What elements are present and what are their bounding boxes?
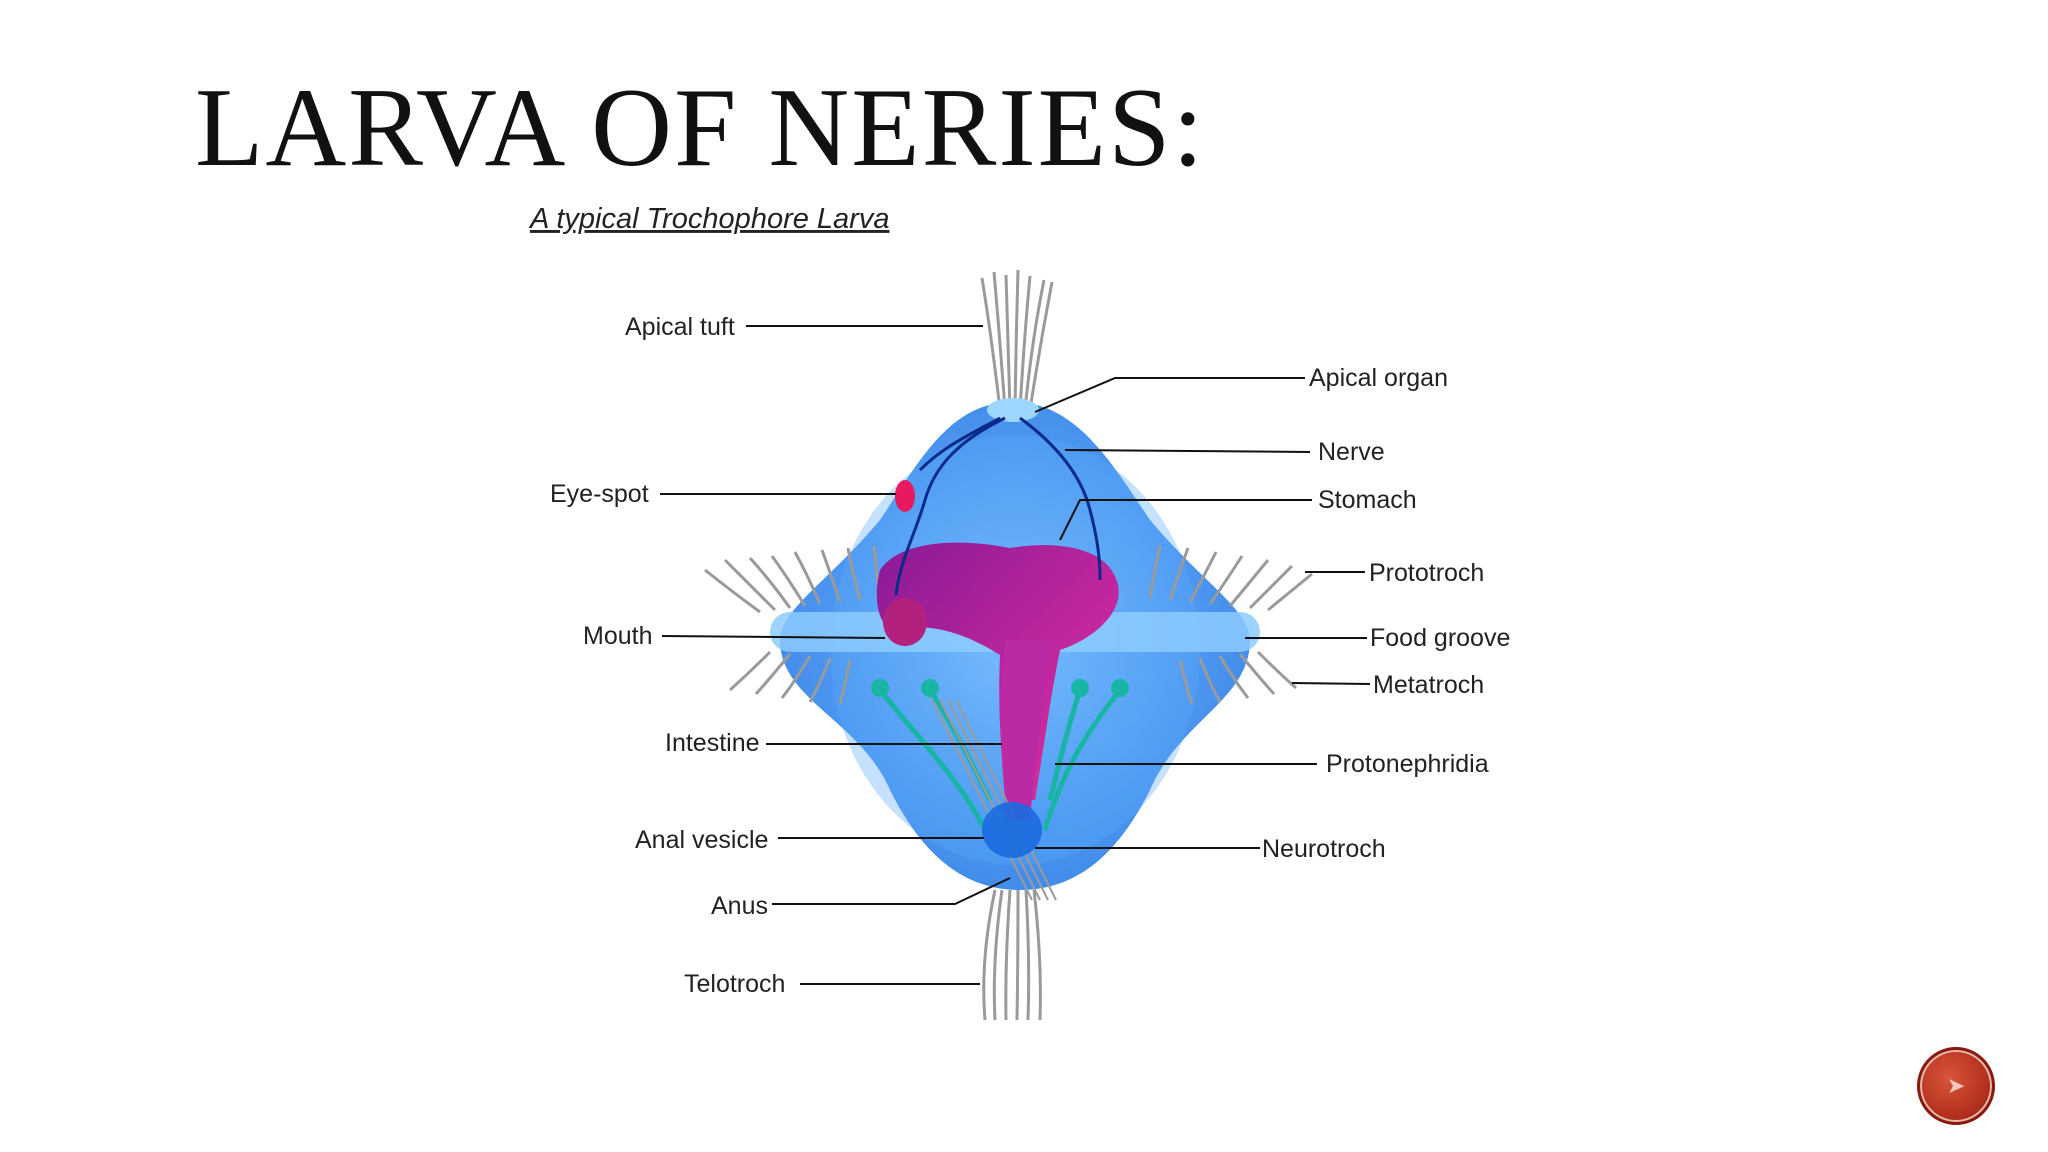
label-metatroch: Metatroch — [1373, 671, 1484, 699]
label-apical-tuft: Apical tuft — [625, 313, 735, 341]
prototroch-cilia — [704, 545, 1313, 614]
next-slide-button[interactable]: ➤ — [1917, 1047, 1995, 1125]
leader-lines — [660, 325, 1371, 985]
label-apical-organ: Apical organ — [1309, 364, 1448, 392]
label-eye-spot: Eye-spot — [550, 480, 649, 508]
slide-title: LARVA OF NERIES: — [195, 66, 1206, 190]
stomach — [876, 542, 1119, 800]
arrow-icon: ➤ — [1946, 1073, 1966, 1098]
label-mouth: Mouth — [583, 622, 652, 650]
neurotroch-cilia — [931, 699, 1057, 901]
diagram-labels: Apical tuft Apical organ Nerve Eye-spot … — [550, 313, 1510, 998]
label-stomach: Stomach — [1318, 486, 1417, 514]
label-neurotroch: Neurotroch — [1262, 835, 1386, 863]
label-protonephridia: Protonephridia — [1326, 750, 1489, 778]
intestine — [1002, 640, 1050, 820]
nerves — [894, 416, 1102, 596]
metatroch-cilia — [728, 650, 1297, 705]
diagram-caption: A typical Trochophore Larva — [528, 203, 889, 235]
label-anus: Anus — [711, 892, 768, 920]
label-food-groove: Food groove — [1370, 624, 1510, 652]
label-anal-vesicle: Anal vesicle — [635, 826, 768, 854]
apical-organ — [987, 398, 1039, 422]
eye-spot — [895, 480, 915, 512]
apical-tuft-cilia — [980, 269, 1054, 411]
label-nerve: Nerve — [1318, 438, 1385, 466]
label-intestine: Intestine — [665, 729, 760, 757]
label-prototroch: Prototroch — [1369, 559, 1484, 587]
label-telotroch: Telotroch — [684, 970, 785, 998]
mouth-opening — [883, 598, 927, 646]
telotroch-cilia — [982, 889, 1042, 1021]
protonephridia-cells — [871, 679, 1129, 697]
anal-vesicle — [982, 802, 1042, 858]
